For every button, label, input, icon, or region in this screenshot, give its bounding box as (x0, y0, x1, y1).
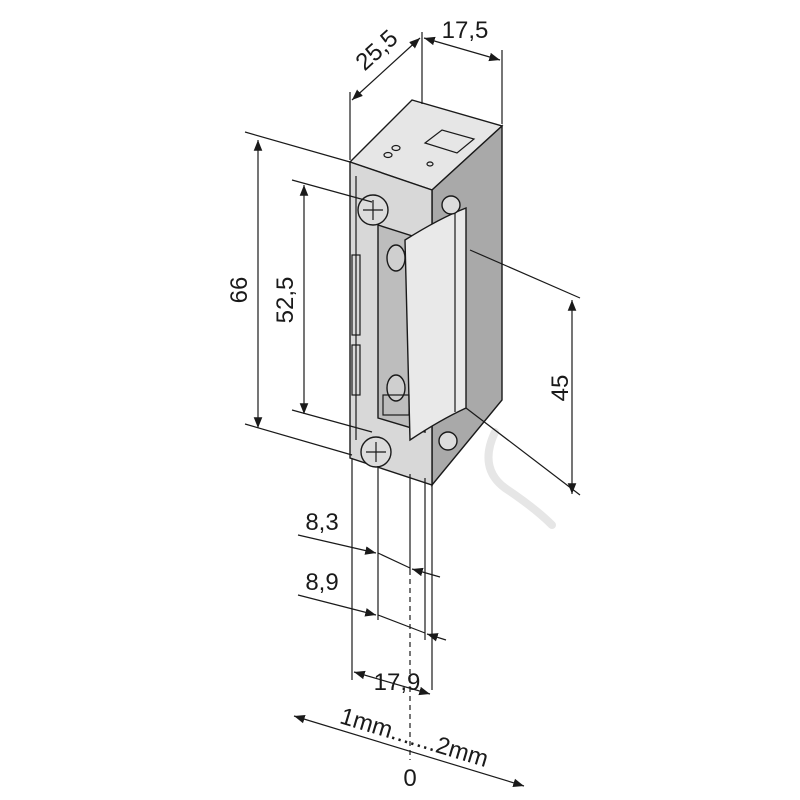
latch-blade (404, 206, 467, 442)
dim-label-8-3: 8,3 (305, 509, 338, 536)
dimension-45: 45 (465, 249, 581, 496)
dim-label-8-9: 8,9 (305, 569, 338, 596)
dimension-66: 66 (226, 131, 353, 456)
dim-label-25-5: 25,5 (351, 25, 404, 76)
latch-foot (382, 394, 410, 416)
screw-icon (441, 195, 461, 215)
extension-lines (351, 458, 433, 760)
top-slot (423, 129, 476, 154)
dim-label-17-9: 17,9 (374, 669, 421, 696)
plate-slot (351, 254, 361, 336)
dim-label-zero: 0 (403, 765, 416, 792)
screw-icon (438, 431, 458, 451)
dimension-8-3: 8,3 (297, 509, 441, 578)
latch-roller (386, 374, 406, 402)
cable (484, 428, 556, 529)
plate-slot (351, 344, 361, 396)
dimension-adjust-range: 1mm.......2mm 0 (293, 703, 525, 792)
dim-label-45: 45 (547, 375, 574, 402)
phillips-screw-icon (357, 194, 389, 226)
dim-label-17-5: 17,5 (442, 17, 489, 44)
top-hole (391, 144, 401, 152)
dimension-8-9: 8,9 (297, 569, 447, 642)
dimension-52-5: 52,5 (272, 179, 373, 433)
dim-label-66: 66 (226, 277, 253, 304)
top-hole (426, 161, 434, 167)
dim-label-52-5: 52,5 (272, 277, 299, 324)
door-opener-body (348, 99, 504, 487)
dim-label-adjust-range: 1mm.......2mm (337, 703, 492, 773)
dimension-17-9: 17,9 (353, 669, 431, 696)
dimension-17-5: 17,5 (423, 17, 503, 124)
phillips-screw-icon (360, 436, 392, 468)
top-hole (383, 151, 393, 159)
latch-roller (386, 244, 406, 272)
